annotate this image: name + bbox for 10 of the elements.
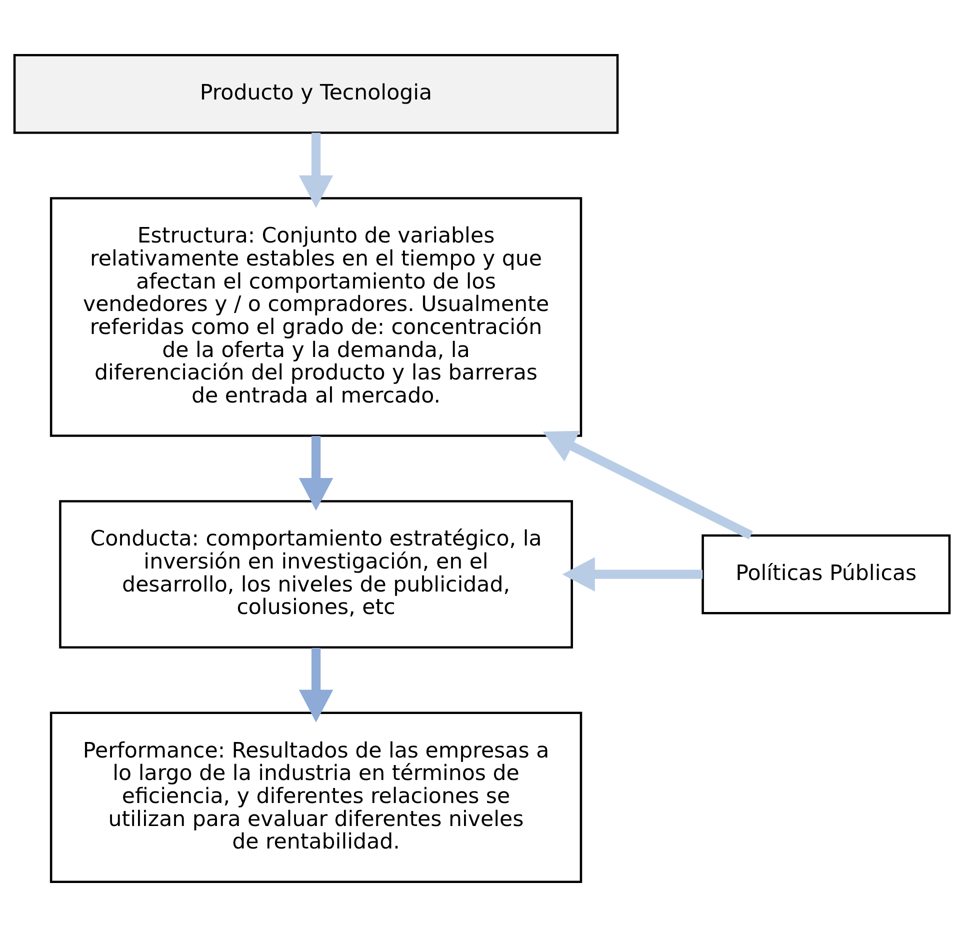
arrow bbox=[298, 132, 334, 208]
node-box: Estructura: Conjunto de variables relativamente estables en el tiempo y que afectan el comportamiento de los vendedores y / o compradores. Usualmente referidas como el grado de: concentración de la oferta y la demanda, la diferenciación del producto y las barreras de entrada al mercado. bbox=[50, 197, 582, 437]
arrow bbox=[542, 430, 753, 540]
node-box: Performance: Resultados de las empresas a lo largo de la industria en términos de eficiencia, y diferentes relaciones se utilizan para evaluar diferentes niveles de rentabilidad. bbox=[50, 712, 582, 884]
arrow bbox=[562, 557, 703, 592]
node-box: Conducta: comportamiento estratégico, la inversión en investigación, en el desarrollo, los niveles de publicidad, colusiones, etc bbox=[59, 500, 573, 649]
arrow bbox=[298, 648, 334, 722]
arrow bbox=[298, 436, 334, 511]
node-box: Políticas Públicas bbox=[702, 534, 951, 614]
node-box: Producto y Tecnologia bbox=[13, 54, 619, 134]
